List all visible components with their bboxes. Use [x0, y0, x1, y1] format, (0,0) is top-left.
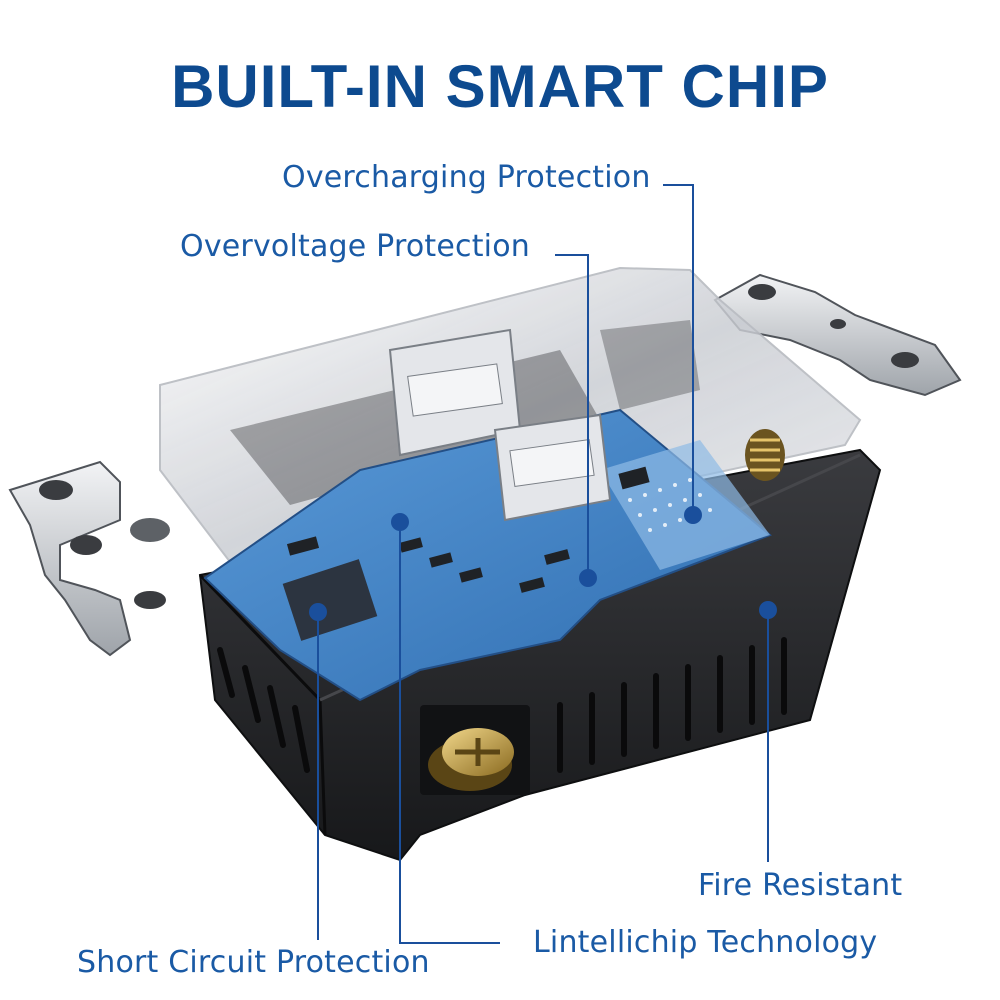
- fire-resistant-label: Fire Resistant: [698, 868, 903, 903]
- usb-ports: [388, 328, 612, 522]
- lintellichip-technology-label: Lintellichip Technology: [533, 925, 878, 960]
- circuit-board: [203, 408, 772, 702]
- overcharging-protection-label: Overcharging Protection: [282, 160, 651, 195]
- callout-leader-lines: [309, 184, 777, 944]
- page-title: BUILT-IN SMART CHIP: [171, 53, 829, 120]
- coil-spring: [745, 429, 785, 481]
- short-circuit-protection-label: Short Circuit Protection: [77, 945, 430, 980]
- right-mounting-strap: [713, 273, 962, 397]
- left-mounting-strap: [8, 460, 170, 657]
- terminal-screw: [428, 728, 514, 791]
- smart-chip-ic: [282, 559, 378, 641]
- overvoltage-protection-label: Overvoltage Protection: [180, 229, 530, 264]
